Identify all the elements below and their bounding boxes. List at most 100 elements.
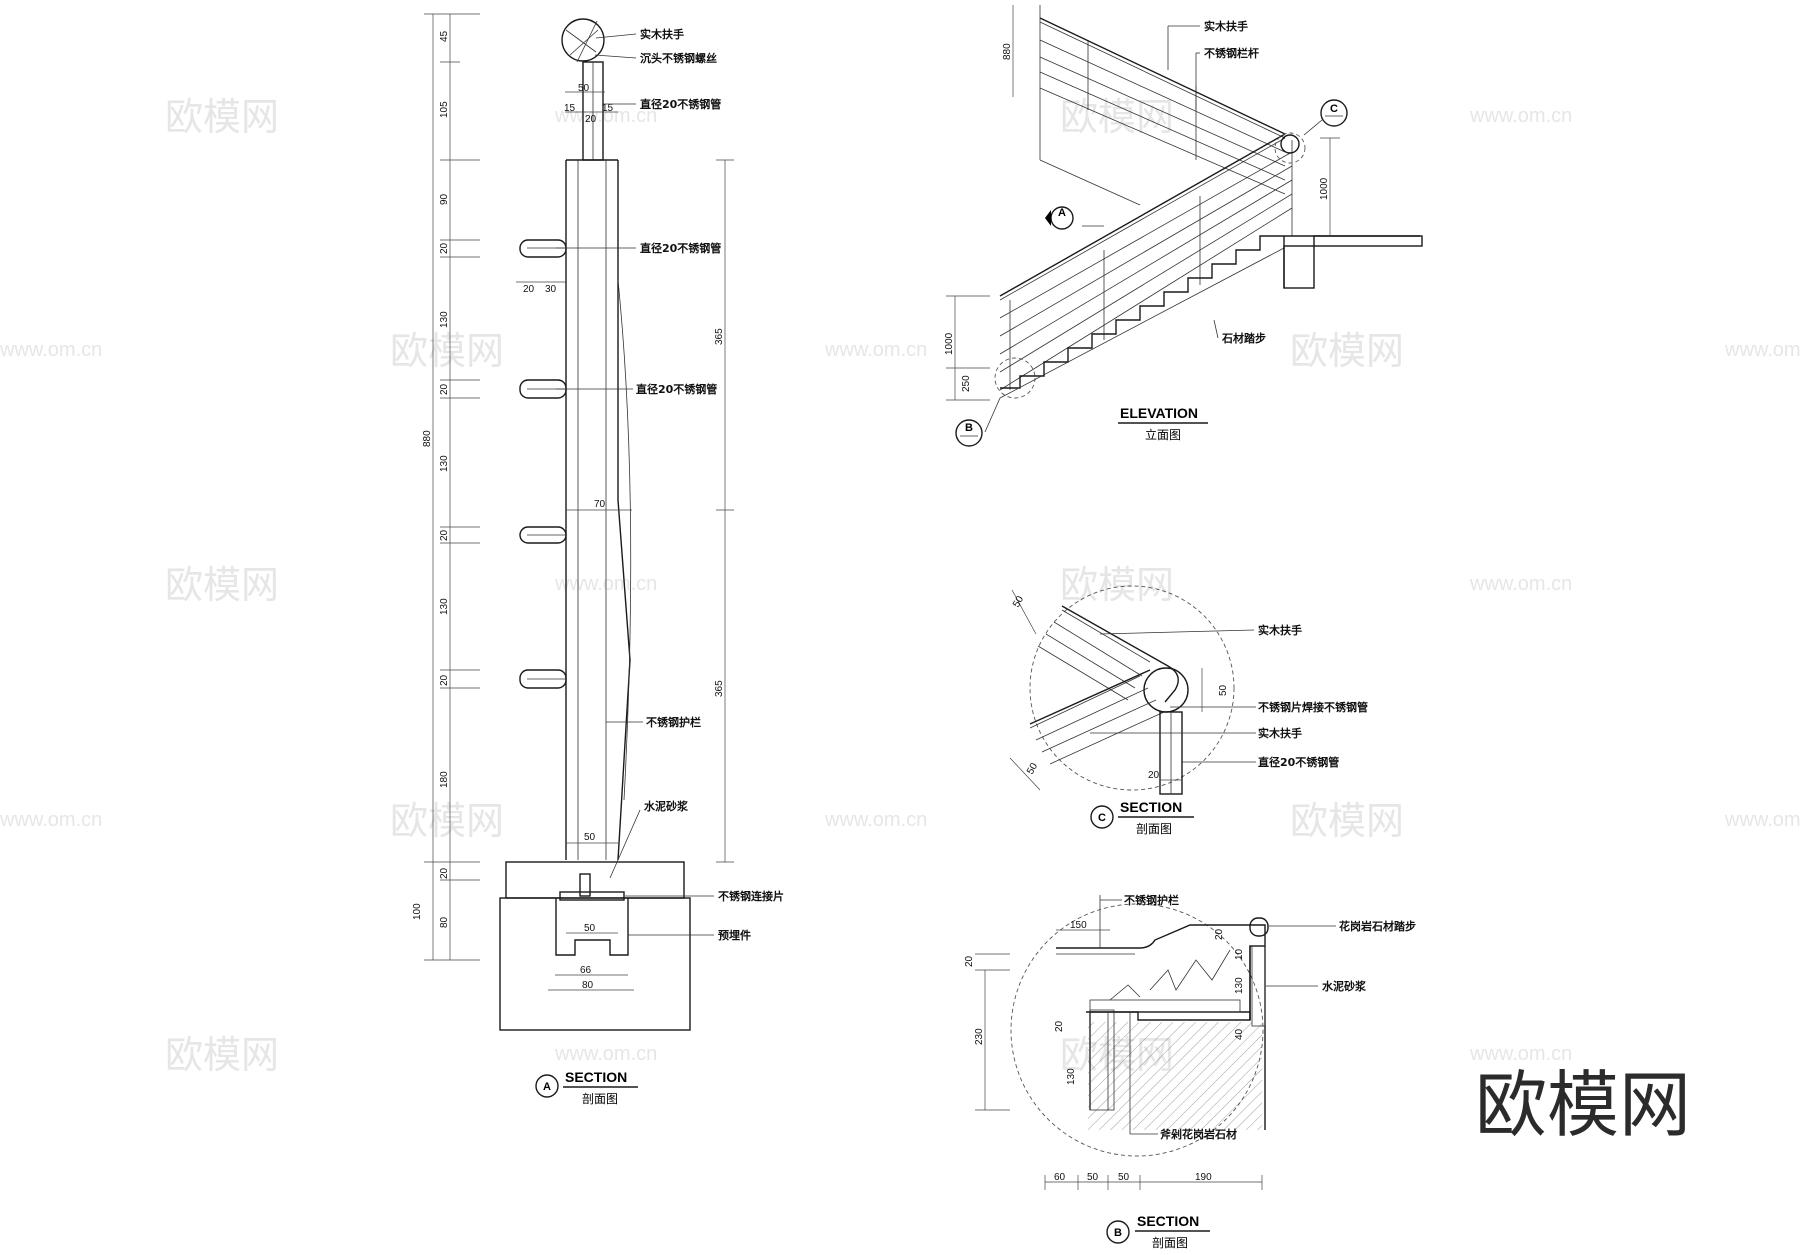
dim-100: 100 — [412, 903, 423, 920]
label-screw: 沉头不锈钢螺丝 — [640, 51, 717, 65]
dim-20: 20 — [439, 383, 450, 395]
tag-c-letter: C — [1330, 103, 1338, 115]
watermark-url: www.om.cn — [0, 339, 102, 361]
watermark-brand: 欧模网 — [1290, 329, 1404, 373]
watermark-brand: 欧模网 — [390, 329, 504, 373]
dim-130: 130 — [439, 311, 450, 328]
label-post-b: 不锈钢护栏 — [1124, 893, 1179, 907]
dim-250: 250 — [961, 375, 972, 392]
section-b-tag: B — [1114, 1227, 1122, 1239]
dim-b20c: 20 — [1214, 928, 1225, 940]
dim-b130b: 130 — [1066, 1068, 1077, 1085]
dim-c20: 20 — [1148, 770, 1160, 781]
dim-e80: 80 — [582, 980, 594, 991]
watermark-brand: 欧模网 — [1060, 95, 1174, 139]
label-handrail-a: 实木扶手 — [640, 27, 684, 41]
dim-20: 20 — [439, 242, 450, 254]
dim-w70: 70 — [594, 499, 606, 510]
elevation-title-text: ELEVATION — [1120, 405, 1198, 421]
label-tube-2: 直径20不锈钢管 — [636, 382, 717, 396]
label-post: 不锈钢护栏 — [646, 715, 701, 729]
dim-130: 130 — [439, 455, 450, 472]
label-granite: 斧剁花岗岩石材 — [1160, 1127, 1237, 1141]
watermark-url: www.om.cn — [0, 809, 102, 831]
dim-b150: 150 — [1070, 920, 1087, 931]
dim-90: 90 — [439, 193, 450, 205]
section-b-drawing: 20 230 150 20 130 20 10 130 40 60 50 50 … — [964, 895, 1336, 1190]
dim-20: 20 — [439, 529, 450, 541]
tag-b-elev: B — [955, 419, 983, 447]
section-c-drawing: 50 50 50 20 — [1009, 585, 1256, 795]
label-handrail-elev: 实木扶手 — [1204, 19, 1248, 33]
section-c-subtitle: 剖面图 — [1136, 822, 1172, 836]
watermark-url: www.om.cn — [1469, 1043, 1572, 1065]
section-a-subtitle: 剖面图 — [582, 1092, 618, 1106]
label-tube-1: 直径20不锈钢管 — [640, 241, 721, 255]
dim-e66: 66 — [580, 965, 592, 976]
dim-b15: 15 — [602, 103, 614, 114]
elevation-drawing: 880 1000 1000 250 — [944, 5, 1423, 433]
label-tube-top: 直径20不锈钢管 — [640, 97, 721, 111]
dim-b10: 10 — [1234, 948, 1245, 960]
label-plate: 不锈钢连接片 — [718, 889, 784, 903]
watermarks: 欧模网 www.om.cn 欧模网 www.om.cn www.om.cn 欧模… — [0, 95, 1800, 1077]
watermark-url: www.om.cn — [554, 1043, 657, 1065]
label-weld: 不锈钢片焊接不锈钢管 — [1258, 700, 1368, 714]
section-b-title: B SECTION 剖面图 — [1106, 1213, 1210, 1250]
section-a-title-text: SECTION — [565, 1069, 627, 1085]
section-a-drawing: 45 105 90 20 130 20 130 20 130 20 180 20… — [412, 13, 734, 1031]
dim-20: 20 — [439, 674, 450, 686]
rail-tubes — [519, 239, 567, 689]
elevation-title: ELEVATION 立面图 — [1118, 405, 1208, 442]
tag-c-elev: C — [1320, 99, 1348, 127]
dim-r30: 30 — [545, 284, 557, 295]
label-granite-tread: 花岗岩石材踏步 — [1339, 919, 1416, 933]
label-embed: 预埋件 — [718, 928, 751, 942]
dim-180: 180 — [439, 771, 450, 788]
dim-b40: 40 — [1234, 1028, 1245, 1040]
label-mortar-a: 水泥砂浆 — [644, 799, 689, 813]
dim-c50a: 50 — [1011, 594, 1026, 610]
dim-880: 880 — [422, 430, 433, 447]
elevation-subtitle: 立面图 — [1145, 427, 1181, 442]
watermark-url: www.om.cn — [1724, 339, 1800, 361]
dim-365-a: 365 — [714, 328, 725, 345]
dim-r20: 20 — [523, 284, 535, 295]
dim-a20: 20 — [585, 114, 597, 125]
label-tread: 石材踏步 — [1221, 331, 1266, 345]
label-baluster: 不锈钢栏杆 — [1204, 46, 1259, 60]
dim-b50b: 50 — [1118, 1172, 1130, 1183]
tag-a-letter: A — [1058, 207, 1066, 219]
watermark-url: www.om.cn — [1724, 809, 1800, 831]
dim-b190: 190 — [1195, 1172, 1212, 1183]
watermark-brand: 欧模网 — [165, 95, 279, 139]
watermark-brand: 欧模网 — [165, 563, 279, 607]
dim-b230: 230 — [974, 1028, 985, 1045]
label-tube-c: 直径20不锈钢管 — [1258, 755, 1339, 769]
dim-b50a: 50 — [1087, 1172, 1099, 1183]
watermark-brand: 欧模网 — [390, 799, 504, 843]
section-a-title: A SECTION 剖面图 — [535, 1069, 638, 1106]
label-handrail-c2: 实木扶手 — [1258, 726, 1302, 740]
dim-80: 80 — [439, 916, 450, 928]
section-b-title-text: SECTION — [1137, 1213, 1199, 1229]
dim-w50-top: 50 — [578, 83, 590, 94]
dim-1000-right: 1000 — [1319, 177, 1330, 200]
tag-a-elev: A — [1045, 206, 1074, 230]
dim-c50b: 50 — [1218, 684, 1229, 696]
dim-105: 105 — [439, 101, 450, 118]
watermark-url: www.om.cn — [824, 809, 927, 831]
section-c-title-text: SECTION — [1120, 799, 1182, 815]
dim-a15: 15 — [564, 103, 576, 114]
dim-130: 130 — [439, 598, 450, 615]
label-mortar-b: 水泥砂浆 — [1322, 979, 1367, 993]
dim-880-elev: 880 — [1002, 43, 1013, 60]
watermark-url: www.om.cn — [1469, 105, 1572, 127]
watermark-url: www.om.cn — [554, 105, 657, 127]
dim-c50c: 50 — [1025, 761, 1040, 777]
dim-b60: 60 — [1054, 1172, 1066, 1183]
watermark-brand: 欧模网 — [165, 1033, 279, 1077]
dim-b20b: 20 — [1054, 1020, 1065, 1032]
brand-logo: 欧模网 — [1475, 1063, 1691, 1147]
section-a-tag: A — [543, 1081, 551, 1093]
